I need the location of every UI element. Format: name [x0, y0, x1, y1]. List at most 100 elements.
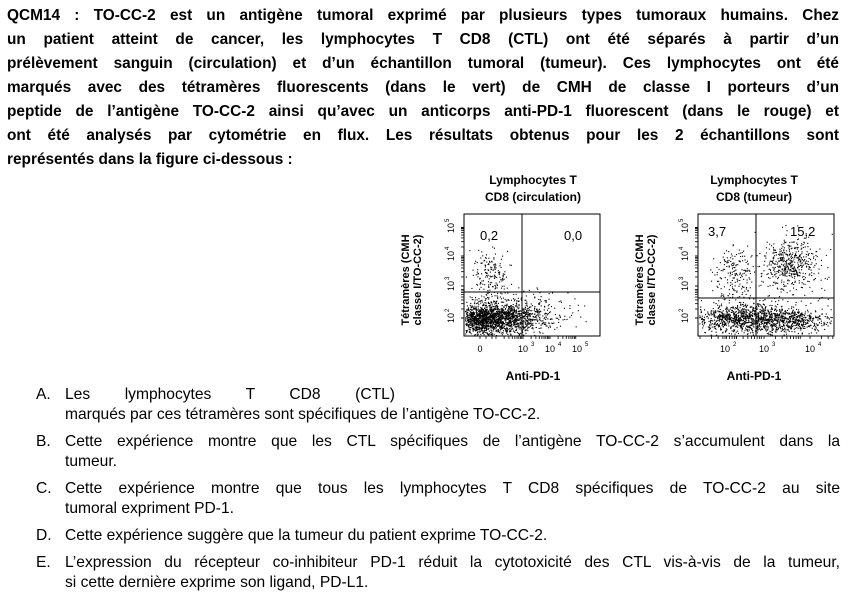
cell-event-dot	[526, 312, 528, 314]
cell-event-dot	[800, 286, 802, 288]
cell-event-dot	[756, 313, 758, 315]
cell-event-dot	[466, 312, 468, 314]
cell-event-dot	[730, 253, 732, 255]
cell-event-dot	[823, 323, 825, 325]
cell-event-dot	[499, 312, 501, 314]
cell-event-dot	[492, 326, 494, 328]
cell-event-dot	[767, 321, 769, 323]
cell-event-dot	[483, 304, 485, 306]
cell-event-dot	[518, 319, 520, 321]
cell-event-dot	[800, 318, 802, 320]
cell-event-dot	[545, 302, 547, 304]
y-axis-label-line2: classe I/TO-CC-2)	[646, 234, 658, 325]
panel-title-line1: Lymphocytes T	[710, 173, 798, 187]
cell-event-dot	[480, 329, 482, 331]
cell-event-dot	[790, 269, 792, 271]
cell-event-dot	[509, 320, 511, 322]
cell-event-dot	[524, 315, 526, 317]
cell-event-dot	[760, 284, 762, 286]
cell-event-dot	[769, 314, 771, 316]
cell-event-dot	[796, 257, 798, 259]
cell-event-dot	[780, 270, 782, 272]
cell-event-dot	[721, 316, 723, 318]
cell-event-dot	[739, 279, 741, 281]
cell-event-dot	[755, 306, 757, 308]
option-e[interactable]: E. L’expression du récepteur co-inhibite…	[36, 553, 840, 593]
option-d[interactable]: D. Cette expérience suggère que la tumeu…	[36, 526, 840, 546]
cell-event-dot	[722, 314, 724, 316]
cell-event-dot	[743, 321, 745, 323]
cell-event-dot	[487, 281, 489, 283]
cell-event-dot	[747, 330, 749, 332]
cell-event-dot	[727, 308, 729, 310]
cell-event-dot	[731, 255, 733, 257]
cell-event-dot	[805, 273, 807, 275]
cell-event-dot	[739, 318, 741, 320]
cell-event-dot	[771, 305, 773, 307]
cell-event-dot	[783, 260, 785, 262]
cell-event-dot	[826, 317, 828, 319]
cell-event-dot	[792, 312, 794, 314]
cell-event-dot	[795, 270, 797, 272]
option-b[interactable]: B. Cette expérience montre que les CTL s…	[36, 432, 840, 472]
cell-event-dot	[751, 315, 753, 317]
cell-event-dot	[485, 325, 487, 327]
cell-event-dot	[527, 310, 529, 312]
cell-event-dot	[532, 318, 534, 320]
cell-event-dot	[781, 258, 783, 260]
cell-event-dot	[794, 273, 796, 275]
cell-event-dot	[799, 254, 801, 256]
cell-event-dot	[495, 330, 497, 332]
cell-event-dot	[480, 313, 482, 315]
cell-event-dot	[486, 306, 488, 308]
cell-event-dot	[526, 305, 528, 307]
cell-event-dot	[500, 314, 502, 316]
cell-event-dot	[484, 310, 486, 312]
cell-event-dot	[774, 266, 776, 268]
cell-event-dot	[538, 331, 540, 333]
cell-event-dot	[782, 270, 784, 272]
cell-event-dot	[790, 266, 792, 268]
cell-event-dot	[501, 315, 503, 317]
cell-event-dot	[516, 306, 518, 308]
cell-event-dot	[760, 309, 762, 311]
option-a[interactable]: A. Les lymphocytes T CD8 (CTL) marqués p…	[36, 385, 840, 425]
cell-event-dot	[802, 283, 804, 285]
cell-event-dot	[747, 304, 749, 306]
cell-event-dot	[728, 259, 730, 261]
cell-event-dot	[765, 252, 767, 254]
cell-event-dot	[505, 328, 507, 330]
cell-event-dot	[537, 320, 539, 322]
cell-event-dot	[525, 322, 527, 324]
cell-event-dot	[817, 300, 819, 302]
cell-event-dot	[495, 323, 497, 325]
cell-event-dot	[490, 324, 492, 326]
cell-event-dot	[735, 321, 737, 323]
cell-event-dot	[525, 299, 527, 301]
cell-event-dot	[744, 290, 746, 292]
cell-event-dot	[471, 323, 473, 325]
cell-event-dot	[505, 318, 507, 320]
cell-event-dot	[514, 300, 516, 302]
cell-event-dot	[471, 316, 473, 318]
cell-event-dot	[506, 311, 508, 313]
cell-event-dot	[793, 287, 795, 289]
cell-event-dot	[478, 300, 480, 302]
cell-event-dot	[554, 314, 556, 316]
option-c[interactable]: C. Cette expérience montre que tous les …	[36, 479, 840, 519]
cell-event-dot	[528, 322, 530, 324]
cell-event-dot	[809, 326, 811, 328]
cell-event-dot	[481, 323, 483, 325]
cell-event-dot	[791, 323, 793, 325]
cell-event-dot	[499, 313, 501, 315]
cell-event-dot	[738, 317, 740, 319]
cell-event-dot	[699, 317, 701, 319]
cell-event-dot	[809, 267, 811, 269]
cell-event-dot	[527, 330, 529, 332]
cell-event-dot	[758, 323, 760, 325]
cell-event-dot	[830, 309, 832, 311]
cell-event-dot	[485, 330, 487, 332]
cell-event-dot	[721, 328, 723, 330]
cell-event-dot	[790, 248, 792, 250]
cell-event-dot	[783, 241, 785, 243]
